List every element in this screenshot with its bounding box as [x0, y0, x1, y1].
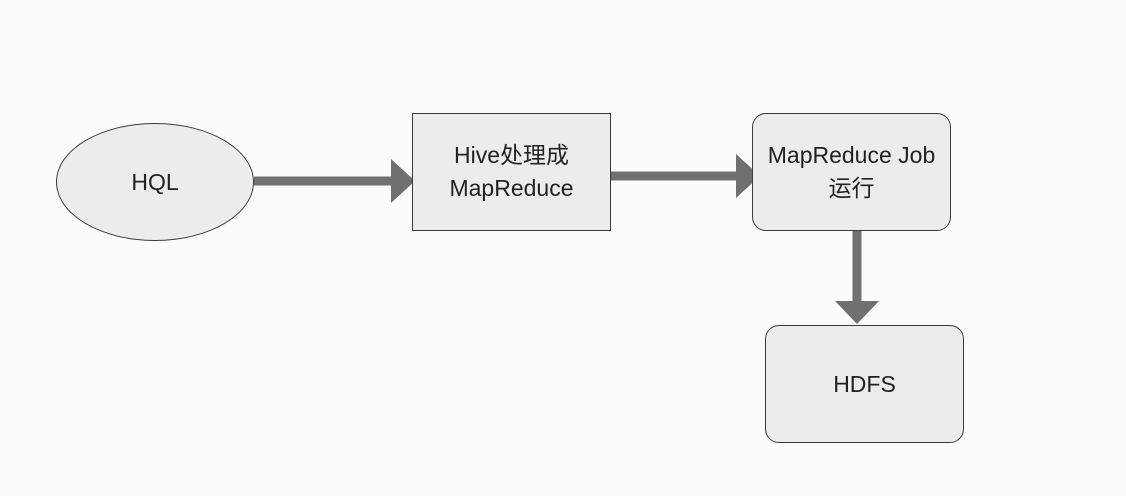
node-mapreduce-job: MapReduce Job 运行	[752, 113, 951, 231]
node-job-line1: MapReduce Job	[767, 142, 936, 168]
node-hive-line1: Hive处理成	[453, 142, 569, 168]
arrow-hive-to-job	[611, 154, 760, 198]
node-hql-label: HQL	[131, 168, 179, 195]
node-hdfs-label: HDFS	[833, 370, 896, 397]
node-hdfs: HDFS	[765, 325, 964, 443]
node-hive-to-mapreduce: Hive处理成 MapReduce	[412, 113, 611, 231]
node-job-line2: 运行	[828, 175, 875, 201]
node-hql: HQL	[56, 123, 254, 241]
node-hive-line2: MapReduce	[449, 175, 574, 201]
arrow-hql-to-hive	[254, 159, 415, 203]
arrow-job-to-hdfs	[835, 231, 879, 324]
